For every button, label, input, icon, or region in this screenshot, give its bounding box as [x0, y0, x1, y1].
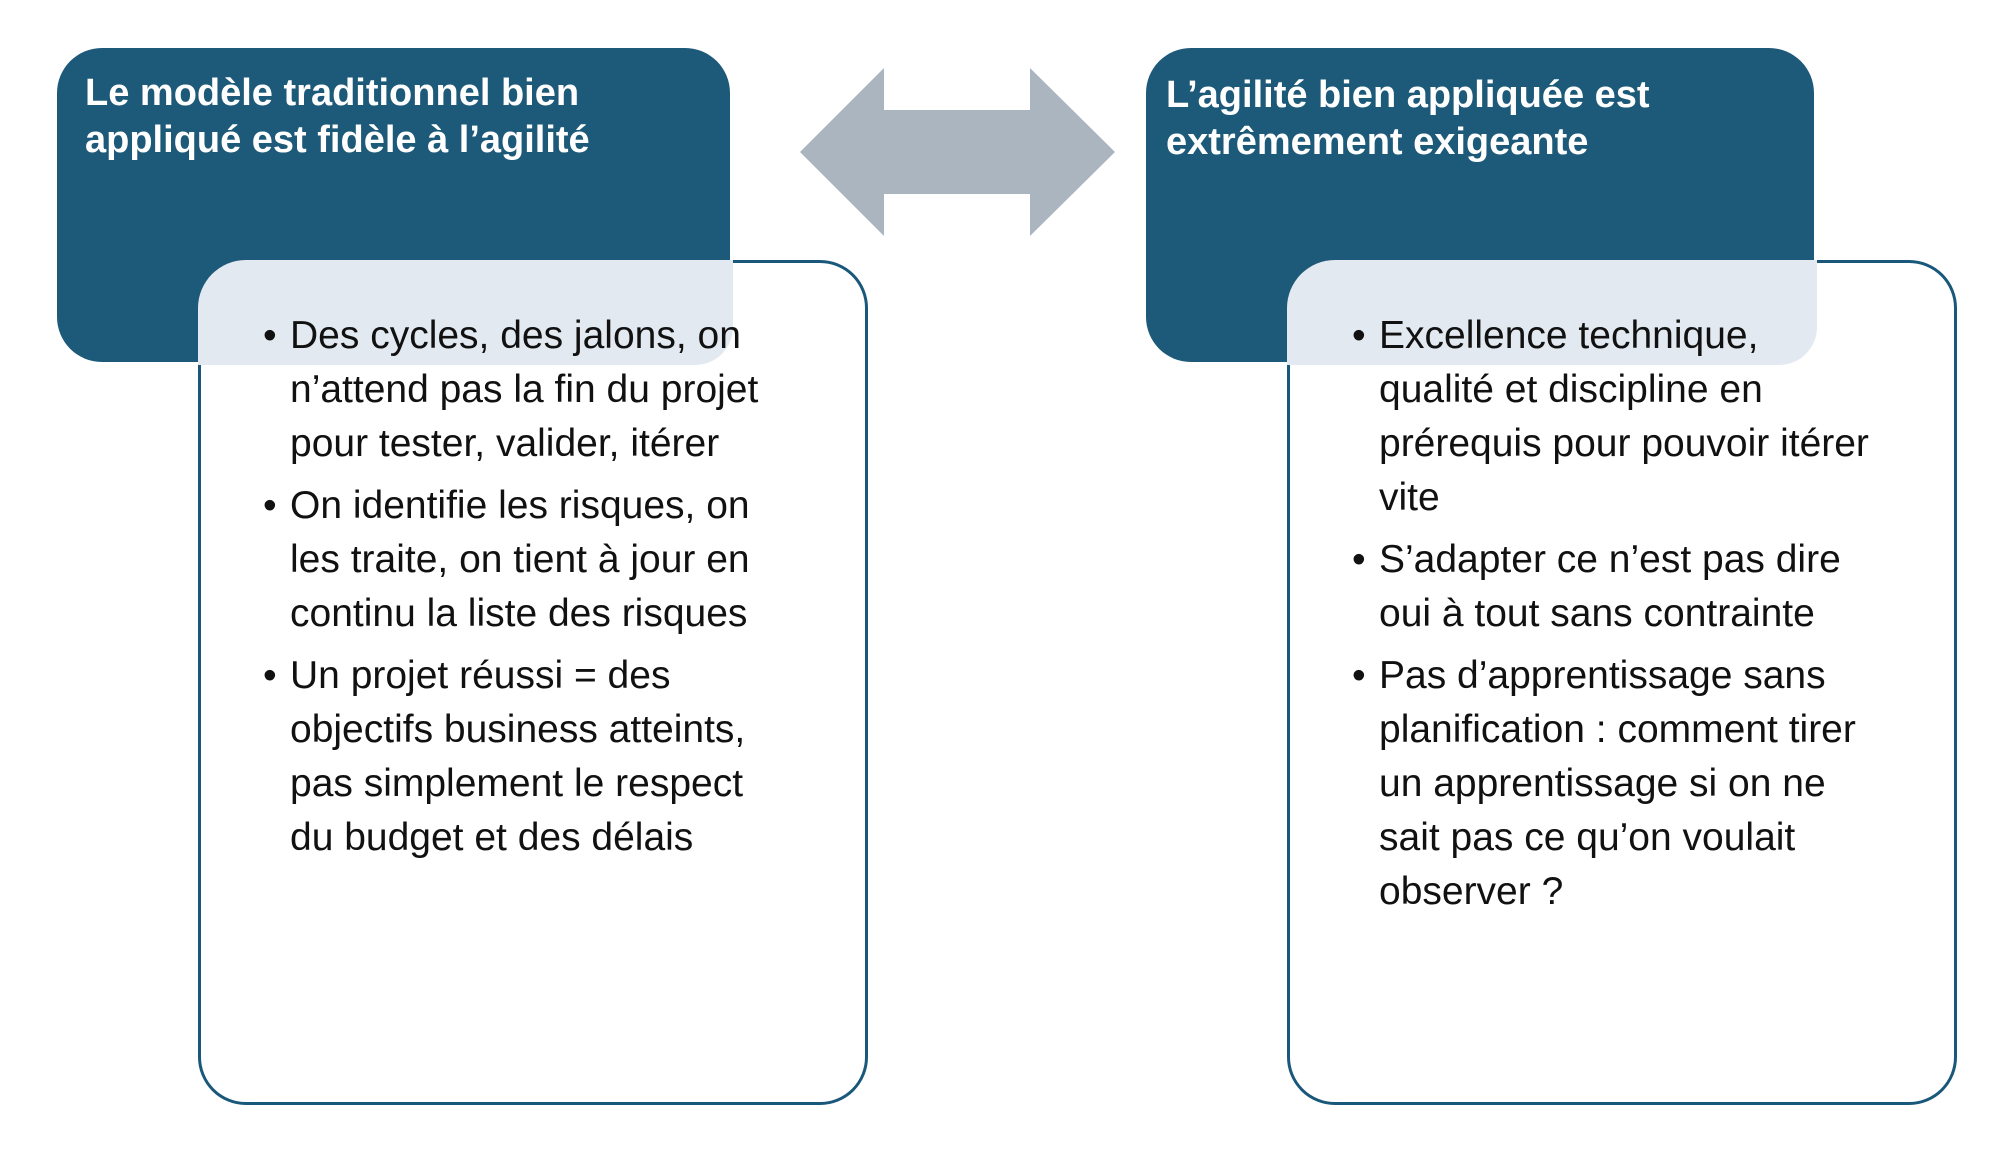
left-header-title: Le modèle traditionnel bien appliqué est… [85, 72, 590, 161]
bullet-dot-icon: • [263, 654, 277, 697]
bullet-text: On identifie les risques, on les traite,… [290, 484, 750, 635]
left-bullet-list: • Des cycles, des jalons, on n’attend pa… [201, 263, 865, 865]
bullet-text: Excellence technique, qualité et discipl… [1379, 314, 1869, 519]
bullet-dot-icon: • [263, 314, 277, 357]
bullet-dot-icon: • [1352, 538, 1366, 581]
bullet-dot-icon: • [263, 484, 277, 527]
bullet-text: Pas d’apprentissage sans planification :… [1379, 654, 1856, 913]
bullet-text: S’adapter ce n’est pas dire oui à tout s… [1379, 538, 1841, 635]
right-header-title: L’agilité bien appliquée est extrêmement… [1166, 74, 1650, 163]
bullet-item: • On identifie les risques, on les trait… [263, 479, 795, 641]
right-bullet-list: • Excellence technique, qualité et disci… [1290, 263, 1954, 919]
right-body-box: • Excellence technique, qualité et disci… [1287, 260, 1957, 1105]
bullet-item: • S’adapter ce n’est pas dire oui à tout… [1352, 533, 1884, 641]
bullet-item: • Un projet réussi = des objectifs busin… [263, 649, 795, 865]
bullet-item: • Pas d’apprentissage sans planification… [1352, 649, 1884, 919]
bullet-dot-icon: • [1352, 654, 1366, 697]
double-horizontal-arrow-icon [800, 68, 1115, 236]
bullet-text: Un projet réussi = des objectifs busines… [290, 654, 746, 859]
bullet-text: Des cycles, des jalons, on n’attend pas … [290, 314, 759, 465]
bullet-item: • Des cycles, des jalons, on n’attend pa… [263, 309, 795, 471]
left-body-box: • Des cycles, des jalons, on n’attend pa… [198, 260, 868, 1105]
bullet-dot-icon: • [1352, 314, 1366, 357]
right-overlap-tint [1287, 260, 1817, 365]
bullet-item: • Excellence technique, qualité et disci… [1352, 309, 1884, 525]
left-overlap-tint [198, 260, 733, 365]
